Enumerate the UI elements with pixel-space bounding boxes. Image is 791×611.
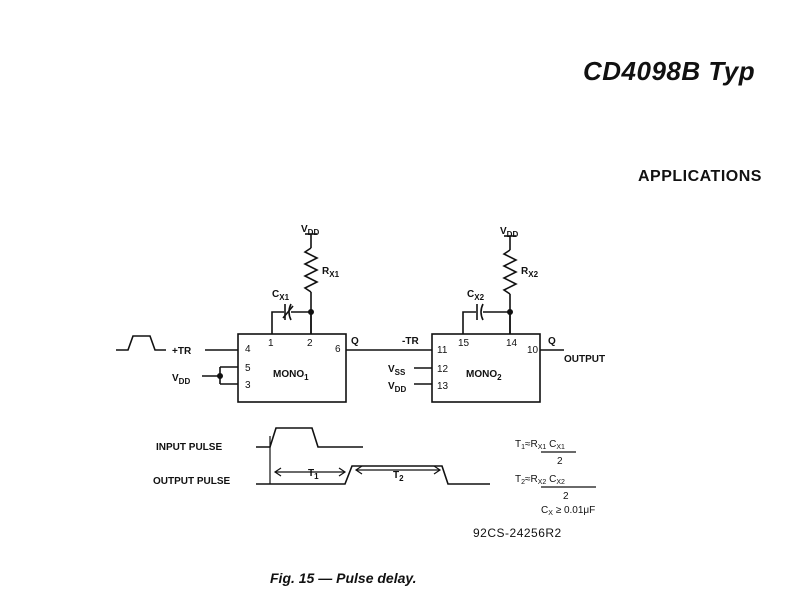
mono2-cap-plate-2 xyxy=(480,303,484,321)
mono1-rx-label: RX1 xyxy=(322,266,340,279)
mono1-cap-wire-left xyxy=(271,311,284,334)
mono2-pin14: 14 xyxy=(506,338,518,349)
section-heading: APPLICATIONS xyxy=(638,168,762,185)
figure-caption: Fig. 15 — Pulse delay. xyxy=(270,570,417,586)
mono1-pin5: 5 xyxy=(245,363,251,374)
output-pulse-waveform xyxy=(256,465,490,485)
mono2-resistor xyxy=(502,249,518,295)
input-pulse-label: INPUT PULSE xyxy=(156,442,222,453)
mono1-pin4: 4 xyxy=(245,344,251,355)
mono1-q-label: Q xyxy=(351,336,359,347)
mono2-cap-wire-left xyxy=(462,311,476,334)
mono1-box xyxy=(237,333,347,403)
mono2-block xyxy=(414,235,564,403)
mono1-block xyxy=(116,233,432,403)
mono1-trigger-label: +TR xyxy=(172,346,192,357)
mono2-pin11: 11 xyxy=(437,345,448,356)
cx-condition: CX ≥ 0.01μF xyxy=(541,505,595,517)
mono1-cap-plate-2 xyxy=(288,303,292,321)
mono2-rx-label: RX2 xyxy=(521,266,539,279)
timing-diagram xyxy=(256,427,596,488)
mono2-pin13: 13 xyxy=(437,381,449,392)
mono1-pin3: 3 xyxy=(245,380,251,391)
mono2-trigger-label: -TR xyxy=(402,336,419,347)
output-label: OUTPUT xyxy=(564,354,605,365)
page-title: CD4098B Typ xyxy=(583,56,756,86)
mono2-vdd-label: VDD xyxy=(500,226,518,239)
mono1-vdd-input-label: VDD xyxy=(172,373,190,386)
mono1-resistor xyxy=(303,247,319,293)
mono1-cap-variable xyxy=(282,305,294,319)
mono2-box xyxy=(431,333,541,403)
t2-equation: T2≈RX2 CX2 xyxy=(515,474,565,486)
mono2-q-label: Q xyxy=(548,336,556,347)
mono2-vdd-input-label: VDD xyxy=(388,381,406,394)
t2-denominator: 2 xyxy=(563,491,569,502)
t1-denominator: 2 xyxy=(557,456,563,467)
t2-label: T2 xyxy=(393,470,404,483)
t2-arrow-left xyxy=(354,465,363,475)
mono2-vss-label: VSS xyxy=(388,364,406,377)
mono2-pin12: 12 xyxy=(437,364,449,375)
figure-code: 92CS-24256R2 xyxy=(473,526,562,540)
mono2-name: MONO2 xyxy=(466,369,502,382)
t2-arrow-right xyxy=(433,465,442,475)
mono1-pin6: 6 xyxy=(335,344,341,355)
input-pulse-waveform xyxy=(256,427,363,448)
t1-arrow-left xyxy=(273,467,282,477)
input-pulse-symbol xyxy=(116,335,166,351)
mono1-cx-label: CX1 xyxy=(272,289,290,302)
mono2-cx-label: CX2 xyxy=(467,289,485,302)
mono1-vdd-label: VDD xyxy=(301,224,319,237)
mono1-pin1: 1 xyxy=(268,338,274,349)
t1-equation: T1≈RX1 CX1 xyxy=(515,439,565,451)
diagram-labels: VDD RX1 CX1 +TR VDD 4 5 3 1 2 6 Q MONO1 … xyxy=(153,224,605,540)
t1-arrow-right xyxy=(338,467,347,477)
mono1-pin2: 2 xyxy=(307,338,313,349)
t1-label: T1 xyxy=(308,468,319,481)
mono1-name: MONO1 xyxy=(273,369,309,382)
mono2-pin10: 10 xyxy=(527,345,539,356)
output-pulse-label: OUTPUT PULSE xyxy=(153,476,231,487)
mono2-pin15: 15 xyxy=(458,338,470,349)
